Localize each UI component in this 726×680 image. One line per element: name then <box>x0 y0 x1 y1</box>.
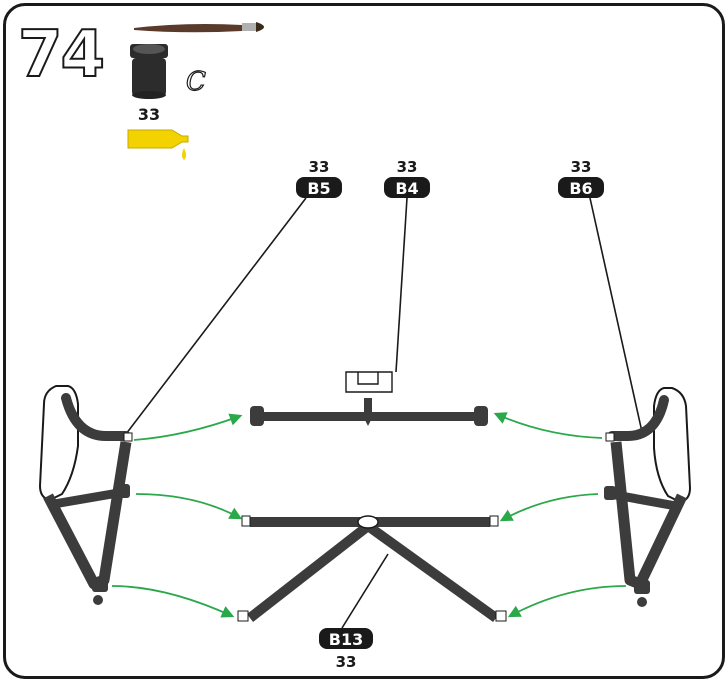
callout-b13-badge <box>319 628 373 649</box>
callout-b4-paint: 33 <box>397 158 418 176</box>
right-side-frame <box>604 387 692 607</box>
callout-b13-paint: 33 <box>336 653 357 671</box>
callout-b4-badge <box>384 177 430 198</box>
paint-pot-icon <box>130 44 168 99</box>
step-number: 74 <box>18 18 103 92</box>
callout-b6-part: B6 <box>569 179 592 198</box>
assembly-arrows <box>111 412 627 618</box>
leader-lines <box>125 197 643 629</box>
paint-note: C <box>186 67 206 97</box>
part-b4-crossbar <box>250 371 488 426</box>
paint-code: 33 <box>138 105 160 124</box>
callout-b6-badge <box>558 177 604 198</box>
part-b13-spreader <box>237 515 507 623</box>
left-side-frame <box>38 385 133 605</box>
instruction-panel: 74 C 33 33 B5 33 B4 33 B6 B13 33 <box>3 3 725 679</box>
callout-b4-part: B4 <box>395 179 418 198</box>
glue-tube-icon <box>127 129 189 160</box>
callout-b5-badge <box>296 177 342 198</box>
assembly-diagram: 74 C 33 33 B5 33 B4 33 B6 B13 33 <box>17 17 692 671</box>
callout-b6-paint: 33 <box>571 158 592 176</box>
callout-b5-paint: 33 <box>309 158 330 176</box>
callout-b13-part: B13 <box>329 630 363 649</box>
callout-b5-part: B5 <box>307 179 330 198</box>
paintbrush-icon <box>134 22 264 33</box>
